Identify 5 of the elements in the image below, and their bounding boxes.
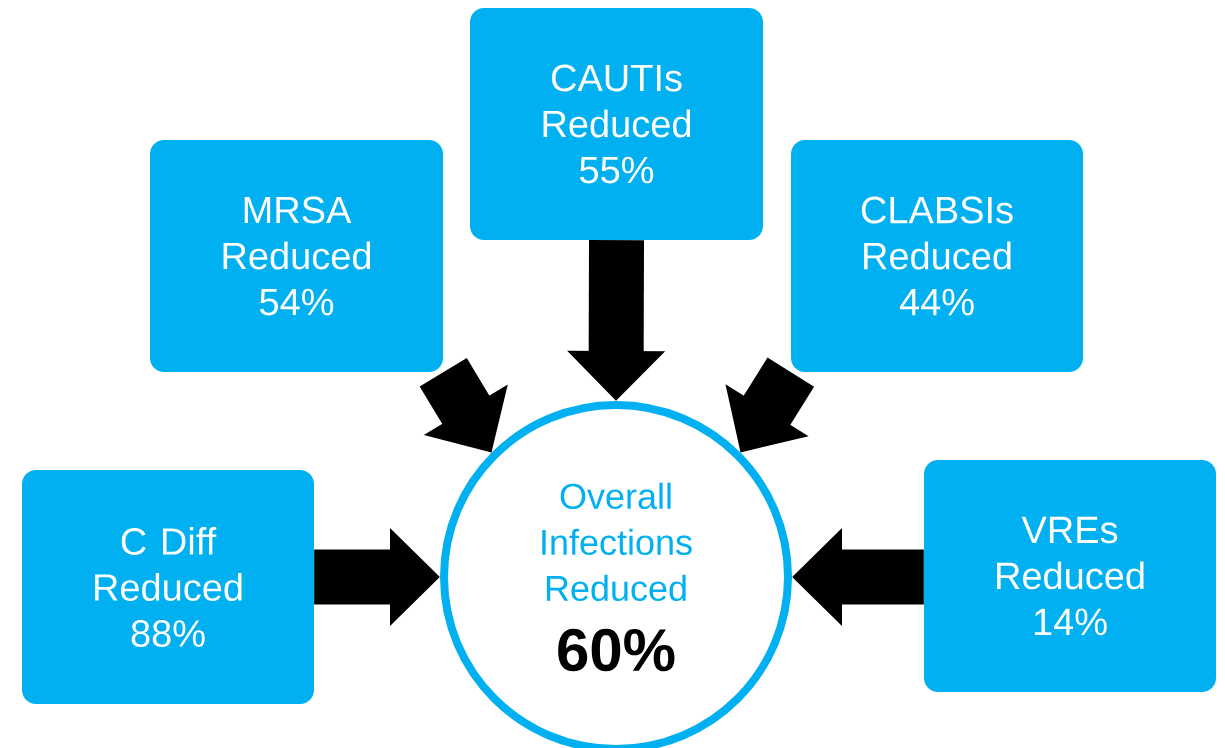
info-box: C Diff Reduced 88% — [22, 470, 314, 704]
info-box: CAUTIs Reduced 55% — [470, 8, 763, 240]
info-box: VREs Reduced 14% — [924, 460, 1216, 692]
info-box: CLABSIs Reduced 44% — [791, 140, 1083, 372]
info-box: MRSA Reduced 54% — [150, 140, 443, 372]
